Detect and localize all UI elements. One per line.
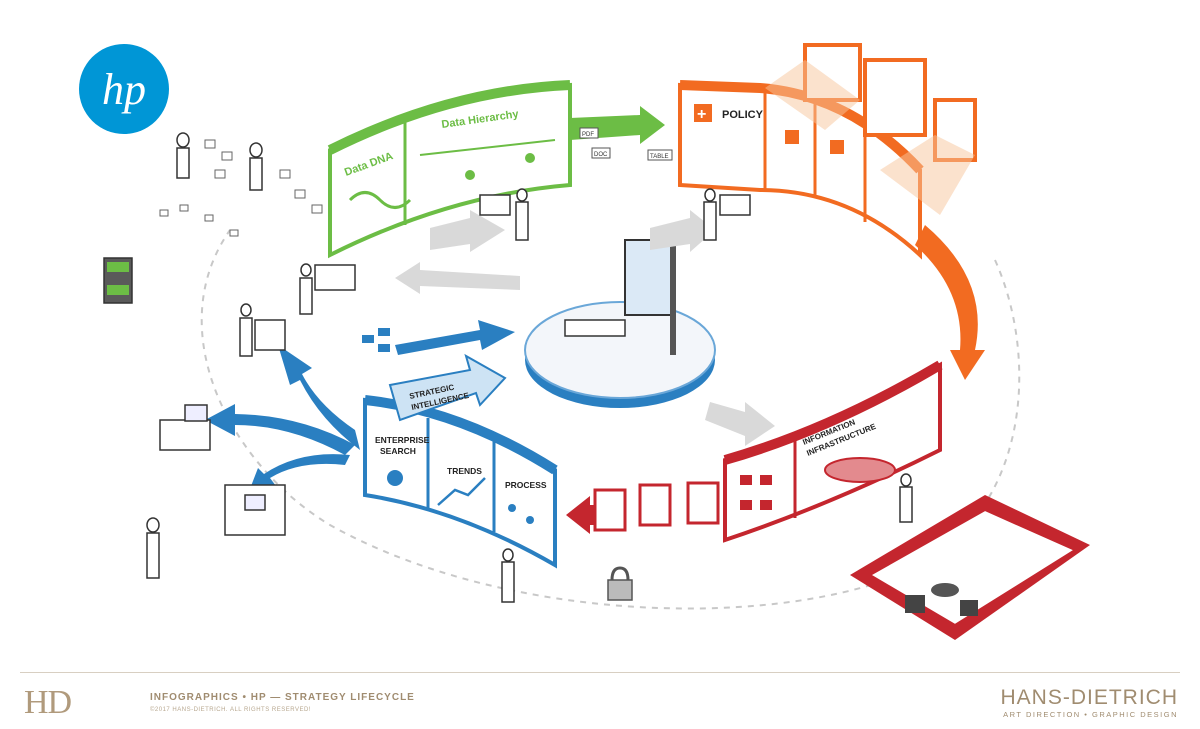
padlock-icon <box>607 566 633 601</box>
brand-name: HANS-DIETRICH <box>1000 686 1178 709</box>
data-panel-green: Data DNA Data Hierarchy <box>327 80 572 259</box>
footer-divider <box>20 672 1180 673</box>
hp-logo-text: hp <box>102 65 146 114</box>
policy-flowcharts <box>765 43 977 215</box>
doc-tag: DOC <box>594 152 608 158</box>
strategic-intelligence-arrow: STRATEGIC INTELLIGENCE <box>388 353 507 422</box>
hp-logo: hp <box>79 44 169 134</box>
enterprise-label: ENTERPRISE <box>375 435 430 445</box>
blue-branch-arrows <box>278 345 360 450</box>
gray-arrow-top <box>430 210 505 252</box>
center-platform <box>524 239 716 408</box>
brand-tagline: ART DIRECTION • GRAPHIC DESIGN <box>1003 710 1178 719</box>
left-figures <box>103 132 913 603</box>
infrastructure-panel-red: INFORMATION INFRASTRUCTURE <box>723 360 943 543</box>
gray-arrow-right <box>705 402 775 446</box>
search-label: SEARCH <box>380 446 416 456</box>
gray-arrow-left <box>395 262 520 294</box>
trends-label: TRENDS <box>447 466 482 476</box>
network-icon <box>362 328 390 352</box>
svg-text:+: + <box>697 106 706 123</box>
footer-title: INFOGRAPHICS • HP — STRATEGY LIFECYCLE <box>150 692 415 703</box>
process-label: PROCESS <box>505 480 547 490</box>
red-flow-arrow <box>566 496 595 534</box>
footer-copyright: ©2017 HANS-DIETRICH. ALL RIGHTS RESERVED… <box>150 707 311 713</box>
orange-flow-arrow <box>915 225 985 380</box>
footer: HD INFOGRAPHICS • HP — STRATEGY LIFECYCL… <box>0 672 1200 729</box>
doc-tags: PDF DOC TABLE <box>579 127 673 161</box>
blue-arrow-to-center <box>395 320 515 355</box>
hd-logo: HD <box>24 684 72 721</box>
blue-arrow-left <box>205 404 355 455</box>
table-tag: TABLE <box>650 154 669 160</box>
policy-label: POLICY <box>722 109 764 121</box>
paper-trail <box>159 139 323 237</box>
blue-arrow-down-left <box>248 454 350 494</box>
storage-room <box>850 495 1090 640</box>
red-doc-icons <box>593 481 720 532</box>
intelligence-panel-blue: ENTERPRISE SEARCH TRENDS PROCESS <box>363 395 558 569</box>
pdf-tag: PDF <box>582 132 594 138</box>
gray-arrow-top-right <box>650 210 715 252</box>
